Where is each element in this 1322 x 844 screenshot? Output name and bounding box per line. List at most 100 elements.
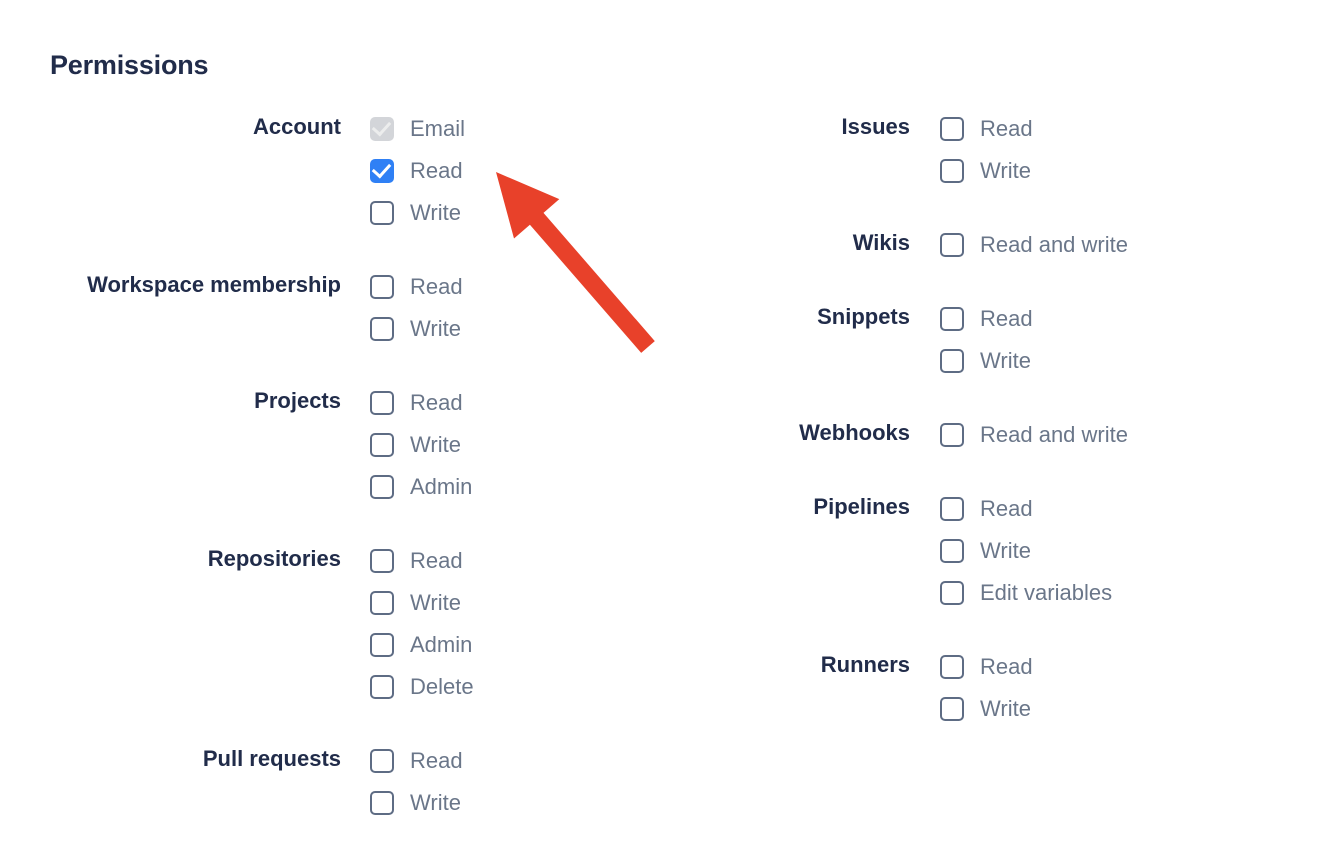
permission-option-label[interactable]: Write	[980, 538, 1031, 563]
check-icon	[371, 158, 392, 179]
permission-option-label[interactable]: Edit variables	[980, 580, 1113, 605]
check-icon	[371, 116, 392, 137]
permission-option-row[interactable]: Write	[370, 582, 474, 624]
permission-option-row[interactable]: Write	[370, 308, 463, 350]
permission-option-label[interactable]: Admin	[410, 474, 473, 499]
permission-option-label[interactable]: Read	[410, 390, 463, 415]
permission-option-row[interactable]: Read	[940, 646, 1033, 688]
checkbox-icon[interactable]	[370, 158, 394, 183]
checkbox-icon[interactable]	[940, 117, 964, 141]
permission-option-label[interactable]: Write	[980, 348, 1031, 373]
permission-option-label[interactable]: Write	[410, 590, 461, 615]
permission-group-label: Pipelines	[813, 494, 910, 519]
permission-option-label[interactable]: Admin	[410, 632, 473, 657]
checkbox-icon	[370, 116, 394, 141]
permission-option-label[interactable]: Read	[980, 654, 1033, 679]
permission-group-label: Snippets	[817, 304, 910, 329]
permission-option-label[interactable]: Read	[980, 306, 1033, 331]
checkbox-icon[interactable]	[370, 633, 394, 657]
permission-option-row[interactable]: Read	[370, 740, 463, 782]
permission-group-label: Projects	[254, 388, 341, 413]
permission-option-row[interactable]: Write	[370, 192, 465, 234]
permission-option-label[interactable]: Write	[410, 432, 461, 457]
permission-option-list: Read and write	[910, 224, 1128, 266]
permission-option-label[interactable]: Write	[980, 158, 1031, 183]
checkbox-icon[interactable]	[370, 433, 394, 457]
checkbox-icon[interactable]	[940, 655, 964, 679]
permission-option-label[interactable]: Read	[410, 548, 463, 573]
permission-option-label[interactable]: Write	[410, 200, 461, 225]
checkbox-icon[interactable]	[370, 675, 394, 699]
permission-group-label: Runners	[820, 652, 910, 677]
checkbox-icon[interactable]	[370, 275, 394, 299]
page-title: Permissions	[50, 50, 209, 80]
checkbox-icon[interactable]	[940, 349, 964, 373]
permission-option-label[interactable]: Write	[980, 696, 1031, 721]
permission-option-label[interactable]: Delete	[410, 674, 474, 699]
permission-option-row[interactable]: Email	[370, 108, 465, 150]
permission-option-row[interactable]: Read	[370, 150, 465, 192]
checkbox-icon[interactable]	[370, 391, 394, 415]
permission-option-label[interactable]: Read and write	[980, 232, 1128, 257]
permission-option-label[interactable]: Read	[410, 274, 463, 299]
permission-option-row[interactable]: Read	[370, 540, 474, 582]
permission-option-row[interactable]: Read	[940, 488, 1112, 530]
checkbox-icon[interactable]	[370, 749, 394, 773]
permission-option-row[interactable]: Write	[940, 340, 1033, 382]
permission-option-row[interactable]: Delete	[370, 666, 474, 708]
checkbox-icon[interactable]	[940, 497, 964, 521]
permission-option-row[interactable]: Read	[370, 266, 463, 308]
permission-option-label[interactable]: Write	[410, 790, 461, 815]
checkbox-icon[interactable]	[370, 317, 394, 341]
permission-option-row[interactable]: Write	[370, 782, 463, 824]
permission-option-row[interactable]: Write	[940, 688, 1033, 730]
permission-option-row[interactable]: Admin	[370, 466, 472, 508]
permission-option-label[interactable]: Write	[410, 316, 461, 341]
permission-group-label: Workspace membership	[87, 272, 341, 297]
permission-option-label[interactable]: Email	[410, 116, 466, 141]
permission-group-label: Account	[253, 114, 341, 139]
permission-option-row[interactable]: Write	[940, 530, 1112, 572]
permission-option-row[interactable]: Read	[940, 298, 1033, 340]
checkbox-icon[interactable]	[940, 307, 964, 331]
permission-option-row[interactable]: Write	[940, 150, 1033, 192]
permission-option-label[interactable]: Read and write	[980, 422, 1128, 447]
checkbox-icon[interactable]	[370, 591, 394, 615]
checkbox-icon[interactable]	[370, 791, 394, 815]
checkbox-icon[interactable]	[370, 201, 394, 225]
permission-option-label[interactable]: Read	[980, 496, 1033, 521]
permission-group-label: Wikis	[852, 230, 910, 255]
checkbox-icon[interactable]	[940, 697, 964, 721]
permission-option-row[interactable]: Read	[370, 382, 472, 424]
permission-group-label: Pull requests	[202, 746, 341, 771]
checkbox-icon[interactable]	[370, 549, 394, 573]
checkbox-icon[interactable]	[370, 475, 394, 499]
checkbox-icon[interactable]	[940, 233, 964, 257]
permission-option-row[interactable]: Read and write	[940, 414, 1128, 456]
permission-option-row[interactable]: Admin	[370, 624, 474, 666]
permission-option-label[interactable]: Read	[410, 748, 463, 773]
permission-option-row[interactable]: Edit variables	[940, 572, 1112, 614]
permission-option-label[interactable]: Read	[410, 158, 463, 183]
checkbox-icon[interactable]	[940, 539, 964, 563]
permission-option-row[interactable]: Write	[370, 424, 472, 466]
checkbox-icon[interactable]	[940, 581, 964, 605]
checkbox-icon[interactable]	[940, 423, 964, 447]
permission-option-row[interactable]: Read	[940, 108, 1033, 150]
permission-option-row[interactable]: Read and write	[940, 224, 1128, 266]
checkbox-icon[interactable]	[940, 159, 964, 183]
permission-option-label[interactable]: Read	[980, 116, 1033, 141]
